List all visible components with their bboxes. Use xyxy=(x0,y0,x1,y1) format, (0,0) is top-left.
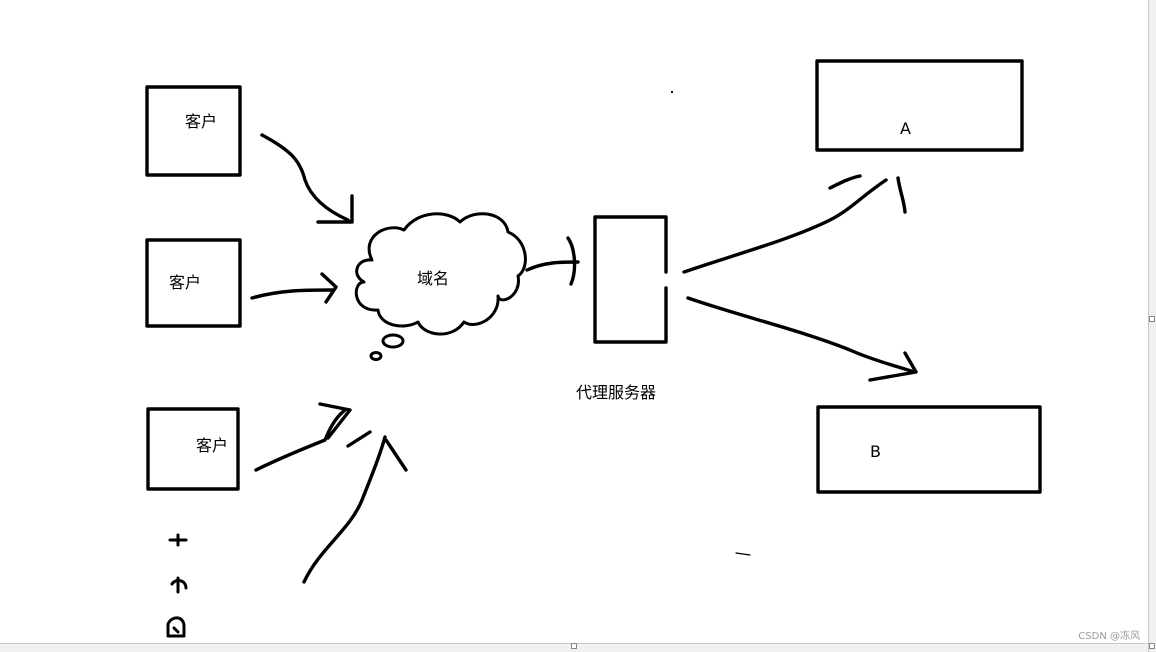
server-box-a xyxy=(815,59,1024,152)
arrow-cloud-to-proxy xyxy=(525,236,580,286)
server-a-label: A xyxy=(900,119,911,138)
stray-mark xyxy=(735,552,751,556)
stray-dot xyxy=(670,90,674,94)
arrow-proxy-to-b xyxy=(686,296,918,382)
arrow-proxy-to-a xyxy=(682,174,907,274)
resize-handle-corner[interactable] xyxy=(1149,643,1155,649)
domain-cloud xyxy=(354,212,527,361)
canvas-right-edge xyxy=(1148,0,1156,652)
watermark: CSDN @冻风 xyxy=(1076,627,1142,642)
client-box-3 xyxy=(146,407,240,491)
pen-scribbles xyxy=(166,533,188,638)
proxy-label: 代理服务器 xyxy=(576,383,656,402)
client-box-2 xyxy=(145,238,242,328)
server-box-b xyxy=(816,405,1042,494)
domain-label: 域名 xyxy=(417,269,449,288)
resize-handle-right[interactable] xyxy=(1149,316,1155,322)
proxy-box xyxy=(593,215,668,344)
client-label-1: 客户 xyxy=(185,112,217,131)
arrow-client3-to-cloud xyxy=(254,402,352,472)
client-label-3: 客户 xyxy=(196,436,228,455)
resize-handle-bottom[interactable] xyxy=(571,643,577,649)
arrow-bottom-to-cloud xyxy=(302,430,408,584)
client-label-2: 客户 xyxy=(169,273,201,292)
server-b-label: B xyxy=(870,442,881,461)
arrow-client2-to-cloud xyxy=(250,272,338,304)
client-box-1 xyxy=(145,85,242,177)
arrow-client1-to-cloud xyxy=(260,133,354,224)
